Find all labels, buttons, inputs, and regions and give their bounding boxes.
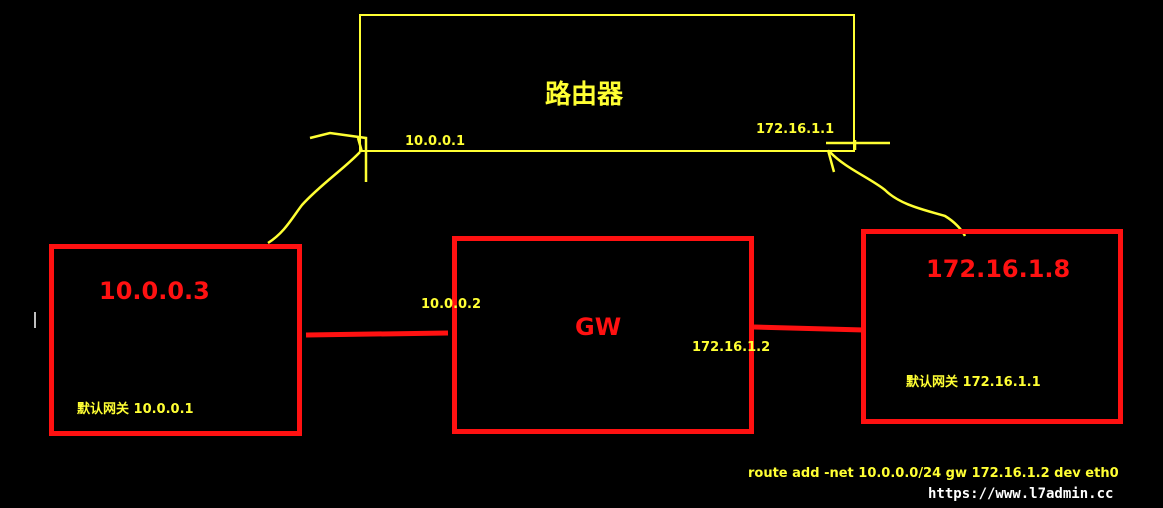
host-a-ip: 10.0.0.3 xyxy=(99,277,210,305)
host-a-box xyxy=(49,244,302,436)
host-a-gateway: 默认网关 10.0.0.1 xyxy=(77,402,194,417)
router-right-ip: 172.16.1.1 xyxy=(756,122,835,137)
router-box xyxy=(359,14,855,152)
gw-left-ip: 10.0.0.2 xyxy=(421,297,482,312)
router-label: 路由器 xyxy=(545,80,624,110)
host-b-box xyxy=(861,229,1123,424)
router-left-port xyxy=(309,131,368,182)
host-b-gateway: 默认网关 172.16.1.1 xyxy=(906,375,1041,390)
gw-right-ip: 172.16.1.2 xyxy=(692,340,771,355)
router-left-ip: 10.0.0.1 xyxy=(405,134,466,149)
link-gw-host-b xyxy=(753,324,865,333)
link-host-a-gw xyxy=(305,330,449,338)
link-router-host-a xyxy=(267,151,361,245)
host-b-ip: 172.16.1.8 xyxy=(926,255,1071,283)
route-command: route add -net 10.0.0.0/24 gw 172.16.1.2… xyxy=(748,466,1119,481)
watermark-url: https://www.l7admin.cc xyxy=(928,486,1114,502)
gw-box xyxy=(452,236,754,434)
router-right-port xyxy=(826,140,890,173)
gw-label: GW xyxy=(575,313,622,341)
link-router-host-b xyxy=(829,151,967,237)
